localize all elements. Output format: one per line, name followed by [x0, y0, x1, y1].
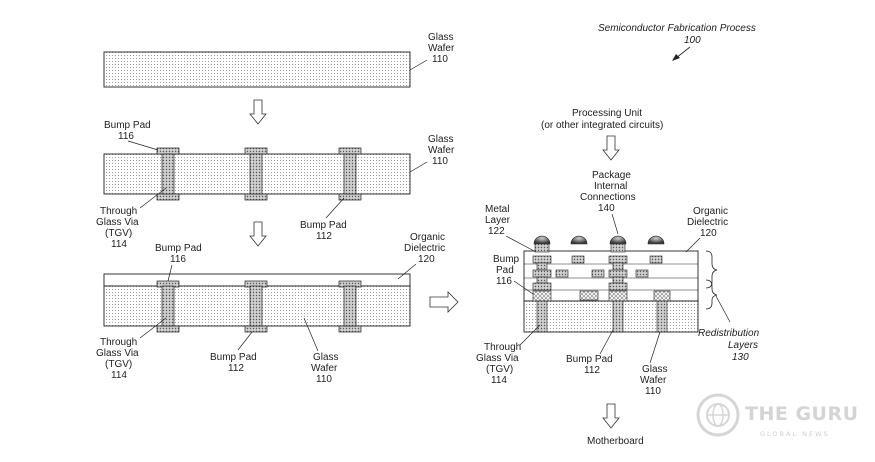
step3-wafer-label-3: 110 — [316, 374, 332, 385]
step4-package-stack — [523, 242, 699, 333]
step3-bumppad-top-leader — [167, 264, 173, 282]
step4-tgv-label-2: Glass Via — [476, 353, 519, 364]
step4-dielectric-label-3: 120 — [700, 228, 717, 239]
step3-bumppad-bottom-leader — [237, 331, 253, 351]
watermark-subtitle: GLOBAL NEWS — [760, 430, 830, 438]
step4-redistribution-label-2: Layers — [728, 340, 758, 351]
step3-tgv-label-2: Glass Via — [96, 348, 139, 359]
step4-wafer-label-1: Glass — [642, 364, 668, 375]
diagram-title: Semiconductor Fabrication Process — [598, 23, 756, 34]
right-arrow — [429, 291, 459, 313]
step4-wafer-label-3: 110 — [645, 386, 661, 397]
diagram-ref: 100 — [684, 35, 701, 46]
title-arrow-head — [672, 54, 680, 61]
step2-bumppad-bottom-num: 112 — [316, 231, 332, 242]
step3-dielectric-leader — [397, 263, 417, 280]
step4-tgv-label-4: 114 — [491, 375, 507, 386]
step4-dielectric-label-2: Dielectric — [687, 217, 728, 228]
step2-tgv-label-2: Glass Via — [96, 217, 139, 228]
step4-bumppad-leader — [513, 280, 534, 295]
down-arrow-4 — [602, 403, 620, 429]
step4-bumppad-label-2: Pad — [496, 265, 514, 276]
watermark-title: THE GURU — [745, 403, 859, 425]
step4-tgv-label-1: Through — [484, 342, 521, 353]
step4-processing-unit-sub: (or other integrated circuits) — [541, 120, 663, 131]
solder-bump-4 — [647, 235, 665, 245]
step3-bumppad-bottom-num: 112 — [228, 363, 244, 374]
step3-tgv-leader — [139, 317, 167, 339]
step4-connections-label-3: Connections — [580, 192, 636, 203]
step4-bumppad-bottom-label: Bump Pad — [566, 354, 613, 365]
step4-tgv-leader — [519, 324, 541, 346]
title-arrow — [675, 46, 691, 59]
step3-wafer-with-dielectric — [103, 273, 411, 333]
step4-connections-label-2: Internal — [594, 181, 627, 192]
step4-motherboard-label: Motherboard — [587, 436, 644, 447]
step3-bumppad-top-label: Bump Pad — [155, 243, 202, 254]
step3-dielectric-label-3: 120 — [418, 254, 435, 265]
step4-metal-layer-label-3: 122 — [488, 226, 505, 237]
step4-wafer-leader — [649, 331, 661, 364]
step4-processing-unit-label: Processing Unit — [572, 108, 642, 119]
step4-metal-layer-label-2: Layer — [485, 215, 511, 226]
step3-bumppad-top-num: 116 — [170, 254, 186, 265]
step2-bumppad-top-label: Bump Pad — [104, 120, 151, 131]
step4-redistribution-label-1: Redistribution — [698, 328, 760, 339]
step2-tgv-label-3: (TGV) — [105, 228, 132, 239]
step4-bumppad-bottom-num: 112 — [584, 365, 600, 376]
step2-tgv-label-4: 114 — [111, 239, 127, 250]
step2-wafer-label-2: Wafer — [428, 145, 455, 156]
step4-dielectric-label-1: Organic — [693, 206, 728, 217]
step1-wafer-label-3: 110 — [432, 54, 448, 65]
step4-tgv-label-3: (TGV) — [486, 364, 513, 375]
step3-dielectric-label-1: Organic — [410, 232, 445, 243]
step3-wafer-leader — [303, 317, 319, 352]
down-arrow-1 — [249, 99, 267, 125]
step3-wafer-label-2: Wafer — [311, 363, 338, 374]
step4-bumppad-bottom-leader — [599, 329, 614, 355]
step4-wafer-label-2: Wafer — [640, 375, 667, 386]
step3-wafer-label-1: Glass — [313, 352, 339, 363]
step3-tgv-label-4: 114 — [111, 370, 127, 381]
step1-wafer-leader — [409, 59, 428, 71]
down-arrow-2 — [249, 221, 267, 247]
step4-connections-leader — [611, 213, 619, 235]
step2-wafer-with-vias — [103, 147, 411, 201]
step4-connections-label-4: 140 — [598, 203, 615, 214]
step2-bumppad-bottom-leader — [325, 197, 345, 219]
step4-dielectric-leader — [685, 237, 701, 253]
step3-dielectric-label-2: Dielectric — [404, 243, 445, 254]
step1-wafer-label-2: Wafer — [428, 43, 455, 54]
step4-bumppad-label-3: 116 — [496, 276, 512, 287]
step2-bumppad-top-leader — [127, 140, 159, 151]
solder-bump-3 — [609, 235, 627, 245]
solder-bump-2 — [570, 235, 588, 245]
step3-tgv-label-1: Through — [100, 337, 137, 348]
redistribution-brace-lower — [705, 279, 718, 310]
step2-tgv-label-1: Through — [100, 206, 137, 217]
step3-tgv-label-3: (TGV) — [105, 359, 132, 370]
step4-metal-layer-leader — [505, 235, 537, 253]
step2-wafer-label-1: Glass — [428, 134, 454, 145]
step4-metal-layer-label-1: Metal — [485, 204, 509, 215]
watermark-logo-icon — [696, 393, 740, 437]
solder-bump-1 — [533, 235, 551, 245]
step3-bumppad-bottom-label: Bump Pad — [210, 352, 257, 363]
step2-bumppad-top-num: 116 — [118, 131, 134, 142]
step2-tgv-leader — [139, 187, 167, 209]
down-arrow-3 — [602, 135, 620, 161]
step1-wafer-label-1: Glass — [428, 32, 454, 43]
step4-connections-label-1: Package — [592, 170, 631, 181]
step2-bumppad-bottom-label: Bump Pad — [300, 220, 347, 231]
step2-wafer-label-3: 110 — [432, 156, 448, 167]
step4-bumppad-label-1: Bump — [493, 254, 520, 265]
step2-wafer-leader — [409, 161, 428, 173]
redistribution-leader — [715, 295, 731, 323]
step4-redistribution-label-3: 130 — [732, 352, 749, 363]
step1-glass-wafer — [103, 51, 411, 88]
